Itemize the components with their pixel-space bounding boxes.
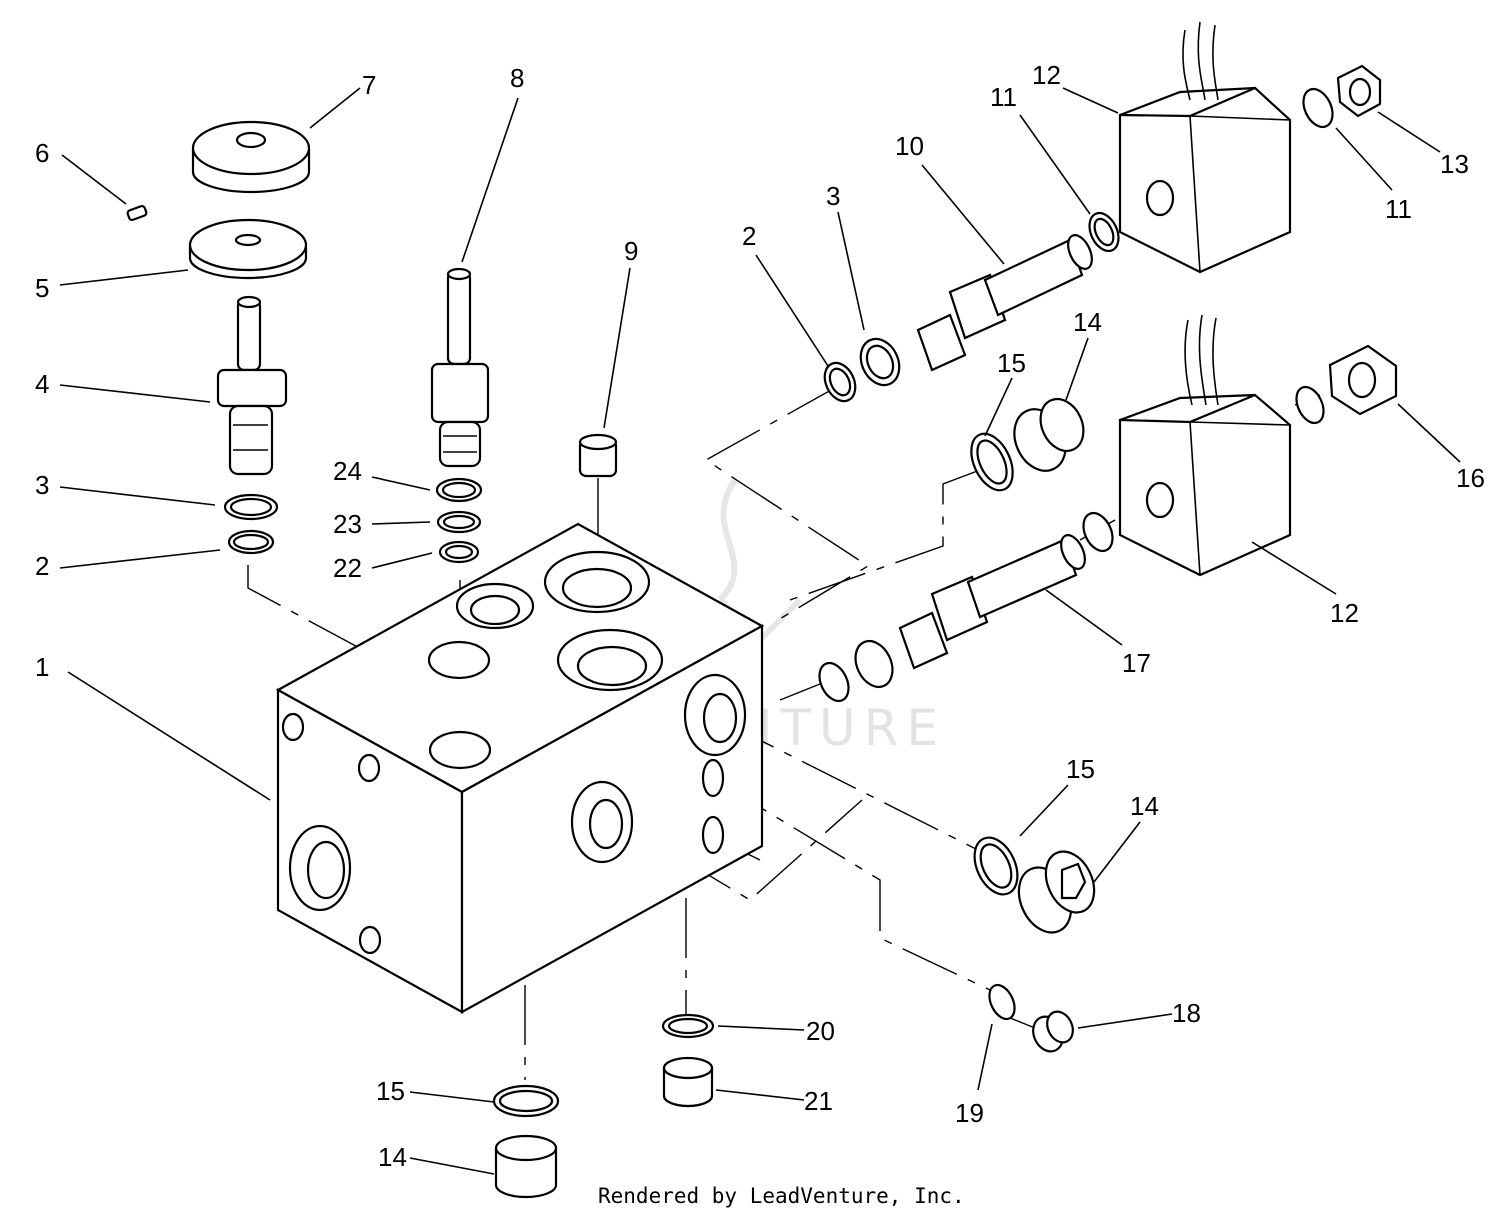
plug-21 [662,1056,714,1108]
knob-cap [191,120,311,194]
callout-22: 22 [333,553,362,583]
callout-15-bottom: 15 [376,1076,405,1106]
callout-18: 18 [1172,998,1201,1028]
callout-3-upper: 3 [826,181,840,211]
solenoid-cartridge-10 [916,234,1093,372]
callout-7: 7 [362,70,376,100]
o-ring-15-right-lower [973,836,1019,896]
o-ring-lower-2 [818,661,850,703]
callout-2: 2 [35,551,49,581]
o-ring-left-2 [227,529,275,555]
nut-16 [1328,344,1398,416]
insert-9 [578,433,618,478]
callout-12-lower: 12 [1330,598,1359,628]
o-ring-20 [661,1013,715,1039]
solenoid-coil-lower [1118,314,1292,577]
callout-17: 17 [1122,648,1151,678]
callout-6: 6 [35,138,49,168]
callout-12-upper: 12 [1032,60,1061,90]
solenoid-cartridge-17 [898,534,1086,670]
o-ring-upper-11b [1302,87,1334,129]
callout-14-upper: 14 [1073,307,1102,337]
callout-14-right: 14 [1130,791,1159,821]
callout-20: 20 [806,1016,835,1046]
callout-13: 13 [1440,149,1469,179]
set-screw [126,204,148,222]
o-ring-lower-3 [854,639,894,689]
o-ring-15-bottom [492,1084,560,1118]
o-ring-upper-3 [859,337,901,387]
callout-19: 19 [955,1098,984,1128]
callout-2-upper: 2 [742,221,756,251]
callout-10: 10 [895,131,924,161]
o-ring-15-right-upper [970,432,1014,492]
callout-15-right: 15 [1066,754,1095,784]
o-ring-24 [435,477,483,503]
callout-1: 1 [35,652,49,682]
callout-15-upper: 15 [997,348,1026,378]
o-ring-left-3 [223,493,279,521]
callout-labels: 1 2 3 4 5 6 7 8 9 10 11 11 12 12 13 14 1… [35,60,1485,1172]
leader-lines [59,87,1461,1175]
o-ring-upper-11a [1088,211,1120,253]
callout-3: 3 [35,470,49,500]
callout-16: 16 [1456,463,1485,493]
plug-14-right-lower [1017,850,1096,934]
callout-9: 9 [624,236,638,266]
callout-21: 21 [804,1086,833,1116]
o-ring-23 [436,510,482,534]
callout-4: 4 [35,369,49,399]
plug-14-right-upper [1013,398,1085,472]
callout-23: 23 [333,509,362,539]
knob-disc [188,218,308,280]
valve-cartridge-8 [430,267,490,468]
o-ring-22 [438,540,480,564]
o-ring-lower-16 [1295,385,1325,425]
footer-credit: Rendered by LeadVenture, Inc. [598,1184,965,1208]
callout-24: 24 [333,456,362,486]
o-ring-19 [988,983,1016,1021]
nut-13 [1336,64,1382,118]
callout-11-upper: 11 [990,82,1017,112]
callout-5: 5 [35,273,49,303]
plug-14-bottom [494,1134,558,1199]
callout-11-right: 11 [1385,194,1412,224]
manifold-block [275,522,765,1014]
o-ring-upper-2 [823,361,857,403]
relief-valve-cartridge [216,295,288,476]
callout-14-bottom: 14 [378,1142,407,1172]
o-ring-lower-11 [1082,511,1114,553]
callout-8: 8 [510,63,524,93]
solenoid-coil-upper [1118,21,1292,274]
plug-18 [1032,1010,1074,1053]
